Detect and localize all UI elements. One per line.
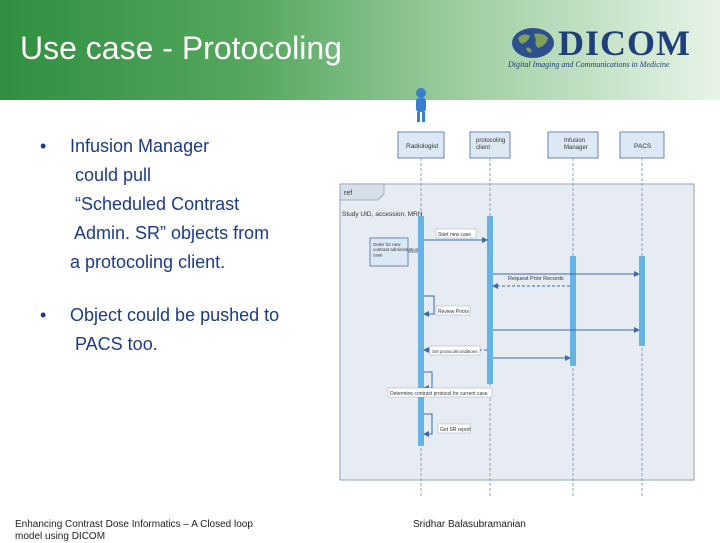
bullet-item: • Object could be pushed to PACS too.	[40, 301, 320, 359]
message-request-prior-records: Request Prior Records	[493, 271, 640, 282]
lifeline-radiologist: Radiologist	[397, 131, 445, 496]
bullet-text: Infusion Manager could pull “Scheduled C…	[70, 136, 270, 272]
bullet-item: • Infusion Manager could pull “Scheduled…	[40, 132, 320, 277]
message-set-protocol: Set protocol/conditions	[423, 345, 487, 356]
activation-bar	[487, 216, 493, 384]
message-start-new-case: Start new case	[424, 228, 488, 243]
logo-tagline: Digital Imaging and Communications in Me…	[508, 60, 670, 69]
message-label: Determine contrast protocol for current …	[390, 391, 488, 397]
lifeline-label: Radiologist	[406, 143, 438, 150]
ref-frame-tag: ref	[344, 190, 352, 197]
message-review-priors: Review Priors	[423, 295, 471, 317]
activation-bar	[570, 256, 576, 366]
message-determine-protocol: Determine contrast protocol for current …	[387, 371, 493, 398]
bullet-dot: •	[40, 305, 47, 325]
message-label: Request Prior Records	[508, 276, 564, 282]
message-label: Get SR report	[440, 427, 471, 433]
message-label: Start new case	[438, 232, 471, 238]
ref-frame-label: Study UID, accession, MRN	[342, 211, 423, 218]
bullet-dot: •	[40, 136, 47, 156]
message-label: Set protocol/conditions	[432, 349, 478, 354]
actor-icon	[416, 88, 426, 122]
dicom-logo: DICOM Digital Imaging and Communications…	[508, 22, 694, 74]
footer-right: Sridhar Balasubramanian	[413, 519, 526, 530]
note-box	[369, 237, 409, 267]
logo-wordmark: DICOM	[558, 23, 691, 63]
title-bar	[0, 0, 720, 100]
activation-bar	[639, 256, 645, 346]
bullet-list: • Infusion Manager could pull “Scheduled…	[40, 132, 320, 359]
message-label: Review Priors	[438, 309, 469, 315]
slide-title: Use case - Protocoling	[20, 30, 342, 66]
globe-icon	[512, 28, 554, 58]
lifeline-label: PACS	[634, 143, 652, 150]
sequence-diagram: ref Study UID, accession, MRN Radiologis…	[339, 88, 695, 496]
ref-frame-tag-box	[339, 183, 385, 201]
footer-left: Enhancing Contrast Dose Informatics – A …	[15, 519, 253, 542]
bullet-text: Object could be pushed to PACS too.	[70, 305, 280, 354]
message-get-sr-report: Get SR report	[423, 413, 471, 437]
lifeline-pacs: PACS	[619, 131, 665, 496]
activation-bar	[418, 216, 424, 446]
